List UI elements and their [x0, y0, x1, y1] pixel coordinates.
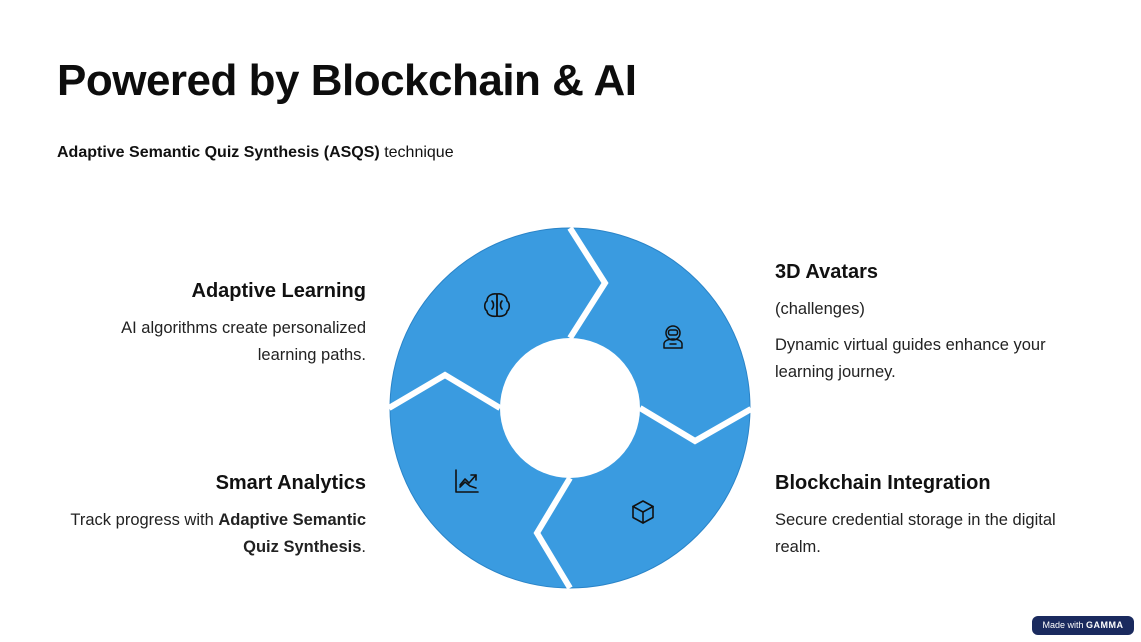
avatars-block: 3D Avatars (challenges) Dynamic virtual …	[775, 261, 1095, 386]
smart-analytics-text: Track progress with Adaptive Semantic Qu…	[66, 507, 366, 561]
avatars-note: (challenges)	[775, 300, 865, 318]
subtitle-bold: Adaptive Semantic Quiz Synthesis (ASQS)	[57, 144, 380, 161]
blockchain-text: Secure credential storage in the digital…	[775, 511, 1056, 556]
subtitle-rest: technique	[379, 144, 454, 161]
smart-analytics-heading: Smart Analytics	[215, 472, 366, 494]
smart-analytics-block: Smart Analytics Track progress with Adap…	[66, 472, 366, 561]
cycle-ring	[389, 227, 751, 589]
smart-analytics-text-after: .	[361, 538, 366, 556]
astronaut-icon	[663, 325, 683, 349]
slide-subtitle: Adaptive Semantic Quiz Synthesis (ASQS) …	[57, 144, 454, 162]
adaptive-learning-heading: Adaptive Learning	[191, 280, 366, 302]
brain-icon	[483, 293, 511, 318]
trend-chart-icon	[455, 469, 479, 493]
badge-prefix: Made with	[1042, 620, 1087, 630]
avatars-text: Dynamic virtual guides enhance your lear…	[775, 336, 1046, 381]
adaptive-learning-block: Adaptive Learning AI algorithms create p…	[66, 280, 366, 369]
badge-brand: GAMMA	[1086, 620, 1124, 630]
made-with-gamma-badge[interactable]: Made with GAMMA	[1032, 616, 1134, 635]
smart-analytics-text-bold: Adaptive Semantic Quiz Synthesis	[218, 511, 366, 556]
smart-analytics-text-before: Track progress with	[70, 511, 219, 529]
cube-icon	[632, 500, 654, 524]
slide-title: Powered by Blockchain & AI	[57, 56, 637, 105]
blockchain-block: Blockchain Integration Secure credential…	[775, 472, 1065, 561]
blockchain-heading: Blockchain Integration	[775, 472, 991, 494]
adaptive-learning-text: AI algorithms create personalized learni…	[121, 319, 366, 364]
avatars-heading: 3D Avatars	[775, 261, 879, 283]
